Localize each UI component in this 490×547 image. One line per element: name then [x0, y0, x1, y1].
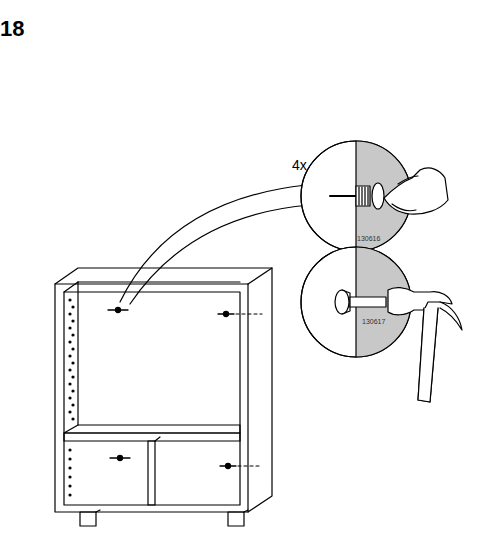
quantity-label: 4x [292, 158, 307, 172]
shelf-hole [69, 355, 71, 357]
shelf-hole [69, 341, 71, 343]
shelf-hole [72, 348, 74, 350]
shelf-hole [72, 390, 74, 392]
shelf-hole [72, 404, 74, 406]
thread-line [358, 187, 359, 205]
shelf-hole [69, 449, 71, 451]
detail-circle [301, 130, 448, 270]
part-number: 130617 [362, 318, 385, 325]
shelf-hole [72, 306, 74, 308]
shelf-hole [69, 485, 71, 487]
shelf-hole [69, 467, 71, 469]
shelf-hole [69, 476, 71, 478]
shelf-hole [69, 313, 71, 315]
shelf-hole [72, 334, 74, 336]
shelf-hole [69, 369, 71, 371]
detail-circle [301, 240, 452, 402]
cabinet [55, 268, 272, 526]
thread-line [367, 187, 368, 205]
shelf-hole [72, 418, 74, 420]
shelf-hole [69, 397, 71, 399]
shelf-hole [69, 494, 71, 496]
shelf-hole [72, 362, 74, 364]
shelf-hole [69, 411, 71, 413]
thread-line [364, 187, 365, 205]
shelf-hole [69, 458, 71, 460]
thread-line [361, 187, 362, 205]
shelf-hole [69, 327, 71, 329]
shelf-hole [69, 383, 71, 385]
step-number: 18 [0, 18, 24, 40]
shelf-hole [69, 299, 71, 301]
shelf-hole [72, 376, 74, 378]
part-number: 130616 [357, 235, 380, 242]
shelf-hole [72, 320, 74, 322]
